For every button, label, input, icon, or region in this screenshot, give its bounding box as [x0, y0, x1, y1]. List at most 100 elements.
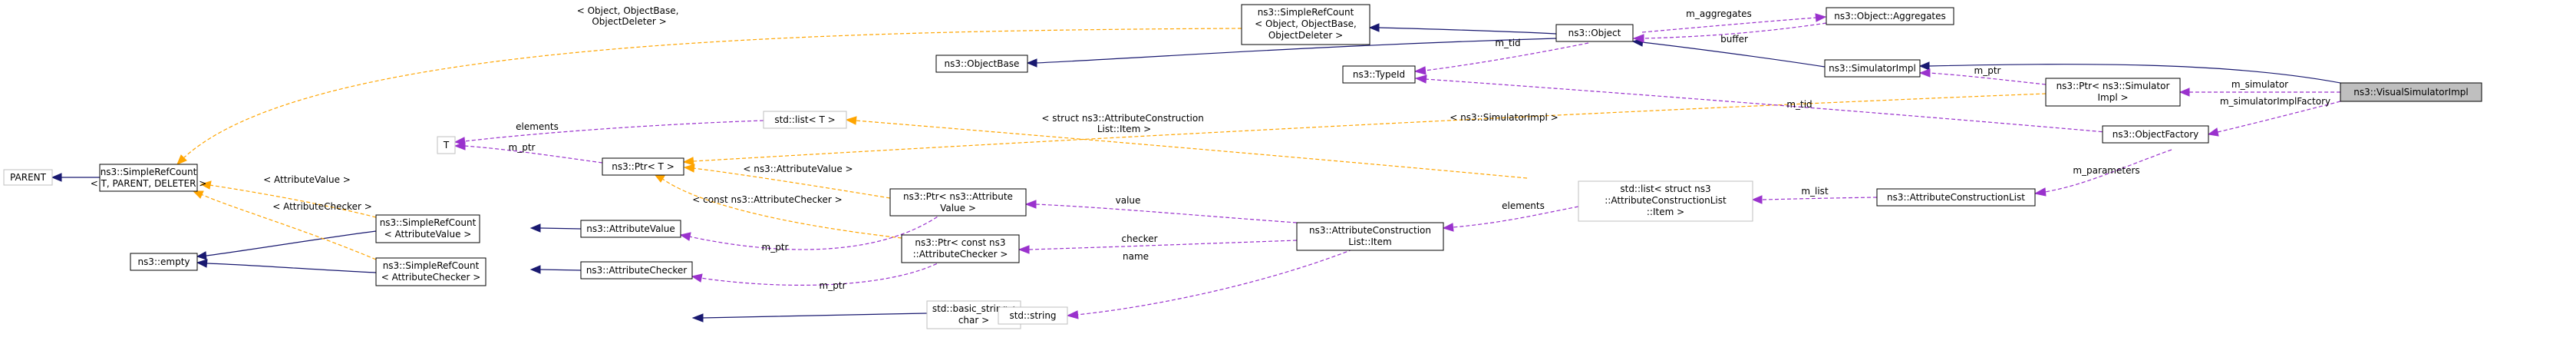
node-ptr-attributevalue[interactable]: ns3::Ptr< ns3::Attribute Value > [889, 188, 1027, 217]
node-stdlist-item[interactable]: std::list< struct ns3 ::AttributeConstru… [1578, 180, 1753, 222]
edge-label-template-ptr-attrchecker: < const ns3::AttributeChecker > [692, 194, 842, 205]
edge-label-template-list-item: < struct ns3::AttributeConstruction List… [1041, 113, 1206, 134]
node-attributechecker[interactable]: ns3::AttributeChecker [580, 261, 693, 280]
edge-srcattrchecker-to-attrchecker [529, 265, 582, 274]
edge-mtid-factory-typeid [1414, 74, 2176, 139]
node-ns3-empty[interactable]: ns3::empty [130, 253, 198, 271]
svg-text:char >: char > [958, 315, 989, 326]
svg-text:ns3::TypeId: ns3::TypeId [1353, 69, 1405, 80]
edge-label-elements-item: elements [1502, 200, 1545, 211]
edge-label-template-attrchecker: < AttributeChecker > [272, 201, 372, 212]
edge-template-ptr-attrchecker [653, 174, 902, 239]
edge-label-mptr-sim: m_ptr [1974, 65, 2001, 76]
svg-text:< AttributeChecker >: < AttributeChecker > [381, 272, 481, 283]
svg-text:ns3::Ptr< const ns3: ns3::Ptr< const ns3 [915, 237, 1005, 248]
node-simplerefcount-attributevalue[interactable]: ns3::SimpleRefCount < AttributeValue > [375, 214, 480, 243]
edge-template-ptr-attrvalue [683, 164, 891, 199]
edge-elements-stdlist-T [454, 120, 764, 146]
svg-text:ns3::SimulatorImpl: ns3::SimulatorImpl [1829, 63, 1916, 74]
edge-label-elements-T: elements [516, 121, 559, 132]
svg-text:< T, PARENT, DELETER >: < T, PARENT, DELETER > [91, 178, 207, 189]
edge-mptr-ptrsim-simimpl [1918, 68, 2047, 85]
edge-label-msimulator: m_simulator [2231, 79, 2288, 90]
node-visualsimulatorimpl[interactable]: ns3::VisualSimulatorImpl [2340, 82, 2482, 102]
svg-text:::Item >: ::Item > [1647, 207, 1684, 217]
node-simplerefcount-t-parent-deleter[interactable]: ns3::SimpleRefCount < T, PARENT, DELETER… [91, 164, 207, 192]
svg-text:List::Item: List::Item [1348, 237, 1391, 247]
edge-simulatorimpl-to-visualsimulatorimpl [1918, 61, 2341, 84]
svg-text:ns3::ObjectBase: ns3::ObjectBase [945, 58, 1020, 69]
node-simplerefcount-object[interactable]: ns3::SimpleRefCount < Object, ObjectBase… [1241, 4, 1370, 45]
node-ptr-simulatorimpl[interactable]: ns3::Ptr< ns3::Simulator Impl > [2045, 78, 2181, 107]
svg-text:ns3::AttributeChecker: ns3::AttributeChecker [586, 265, 687, 276]
edge-template-srcattrvalue [200, 180, 377, 218]
edge-maggregates-object-aggregates [1641, 13, 1827, 33]
edge-msimimplfactory-visual-factory [2207, 101, 2341, 137]
edge-objectbase-to-object [1026, 38, 1557, 68]
node-ptr-const-attributechecker[interactable]: ns3::Ptr< const ns3 ::AttributeChecker > [901, 234, 1020, 263]
node-attributeconstructionlist[interactable]: ns3::AttributeConstructionList [1876, 188, 2036, 207]
edge-label-template-ptr-attrvalue: < ns3::AttributeValue > [743, 164, 853, 174]
edge-checker-item-ptr-attrchecker [1018, 240, 1298, 254]
edge-label-mtid-factory: m_tid [1786, 99, 1812, 110]
svg-text:ns3::SimpleRefCount: ns3::SimpleRefCount [383, 260, 480, 271]
edge-label-template-simimpl: < ns3::SimulatorImpl > [1450, 112, 1558, 123]
edge-label-msimimplfactory: m_simulatorImplFactory [2220, 96, 2330, 107]
edge-label-mlist: m_list [1801, 186, 1829, 197]
edge-template-ptr-simimpl [682, 93, 2047, 166]
svg-text:ns3::Object: ns3::Object [1568, 28, 1621, 38]
svg-text:ns3::ObjectFactory: ns3::ObjectFactory [2113, 129, 2199, 140]
edge-value-item-ptr-attrvalue [1024, 200, 1298, 223]
node-objectfactory[interactable]: ns3::ObjectFactory [2102, 125, 2209, 144]
edge-label-buffer: buffer [1720, 34, 1748, 45]
node-attributeconstructionlist-item[interactable]: ns3::AttributeConstruction List::Item [1296, 222, 1444, 251]
edge-label-mptr-attrchecker: m_ptr [820, 280, 846, 291]
node-template-T[interactable]: T [437, 136, 456, 154]
svg-text:ns3::Ptr< ns3::Simulator: ns3::Ptr< ns3::Simulator [2057, 81, 2170, 91]
edge-srcobject-to-object [1368, 23, 1557, 35]
svg-text:ns3::SimpleRefCount: ns3::SimpleRefCount [101, 167, 197, 177]
node-ptr-T[interactable]: ns3::Ptr< T > [602, 157, 684, 176]
svg-text:ns3::AttributeConstruction: ns3::AttributeConstruction [1309, 225, 1431, 236]
edge-name-item-string [1066, 246, 1359, 319]
svg-text:PARENT: PARENT [10, 172, 47, 183]
edge-empty-to-srcattrvalue [196, 230, 377, 260]
svg-text:ns3::Object::Aggregates: ns3::Object::Aggregates [1834, 11, 1946, 22]
svg-text:ns3::SimpleRefCount: ns3::SimpleRefCount [380, 217, 477, 228]
edge-mptr-ptr-attrchecker [691, 260, 943, 286]
node-simulatorimpl[interactable]: ns3::SimulatorImpl [1824, 59, 1921, 78]
node-typeid[interactable]: ns3::TypeId [1342, 65, 1416, 84]
svg-text:ns3::Ptr< T >: ns3::Ptr< T > [612, 161, 675, 172]
edge-srcattrvalue-to-attrvalue [529, 223, 582, 233]
node-simplerefcount-attributechecker[interactable]: ns3::SimpleRefCount < AttributeChecker > [375, 257, 487, 286]
edge-mtid-object-typeid [1413, 42, 1589, 75]
svg-text:::AttributeChecker >: ::AttributeChecker > [913, 249, 1008, 260]
node-objectbase[interactable]: ns3::ObjectBase [935, 55, 1028, 73]
edge-label-checker: checker [1121, 233, 1157, 244]
node-object-aggregates[interactable]: ns3::Object::Aggregates [1826, 7, 1954, 25]
node-std-string[interactable]: std::string [998, 306, 1068, 325]
svg-text:< AttributeValue >: < AttributeValue > [384, 229, 472, 240]
edge-basicstring-to-string [691, 313, 928, 322]
edge-label-value: value [1116, 195, 1141, 206]
edge-template-stdlist-item [845, 116, 1528, 179]
edge-mlist-aclist-stdlist [1751, 195, 1878, 204]
edge-msimulator-visual-ptrsim [2179, 88, 2340, 97]
svg-text:std::string: std::string [1009, 310, 1056, 321]
node-stdlist-T[interactable]: std::list< T > [763, 111, 847, 129]
svg-text:ObjectDeleter >: ObjectDeleter > [1268, 30, 1343, 41]
edge-template-srcobject [176, 28, 1242, 165]
edge-mparameters-factory-aclist [2033, 149, 2172, 197]
node-parent[interactable]: PARENT [3, 169, 53, 186]
edge-label-template-object: < Object, ObjectBase, ObjectDeleter > [577, 5, 682, 27]
edge-buffer-aggregates-object [1632, 22, 1827, 43]
node-attributevalue[interactable]: ns3::AttributeValue [580, 220, 681, 238]
edge-label-mptr-T: m_ptr [509, 142, 536, 153]
node-ns3-object[interactable]: ns3::Object [1555, 24, 1634, 42]
svg-text:ns3::AttributeConstructionList: ns3::AttributeConstructionList [1887, 192, 2025, 203]
svg-text:std::list< T >: std::list< T > [774, 114, 835, 125]
edge-template-srcattrchecker [192, 190, 377, 260]
svg-text:ns3::empty: ns3::empty [137, 256, 190, 267]
svg-text:std::basic_string<: std::basic_string< [932, 303, 1015, 314]
